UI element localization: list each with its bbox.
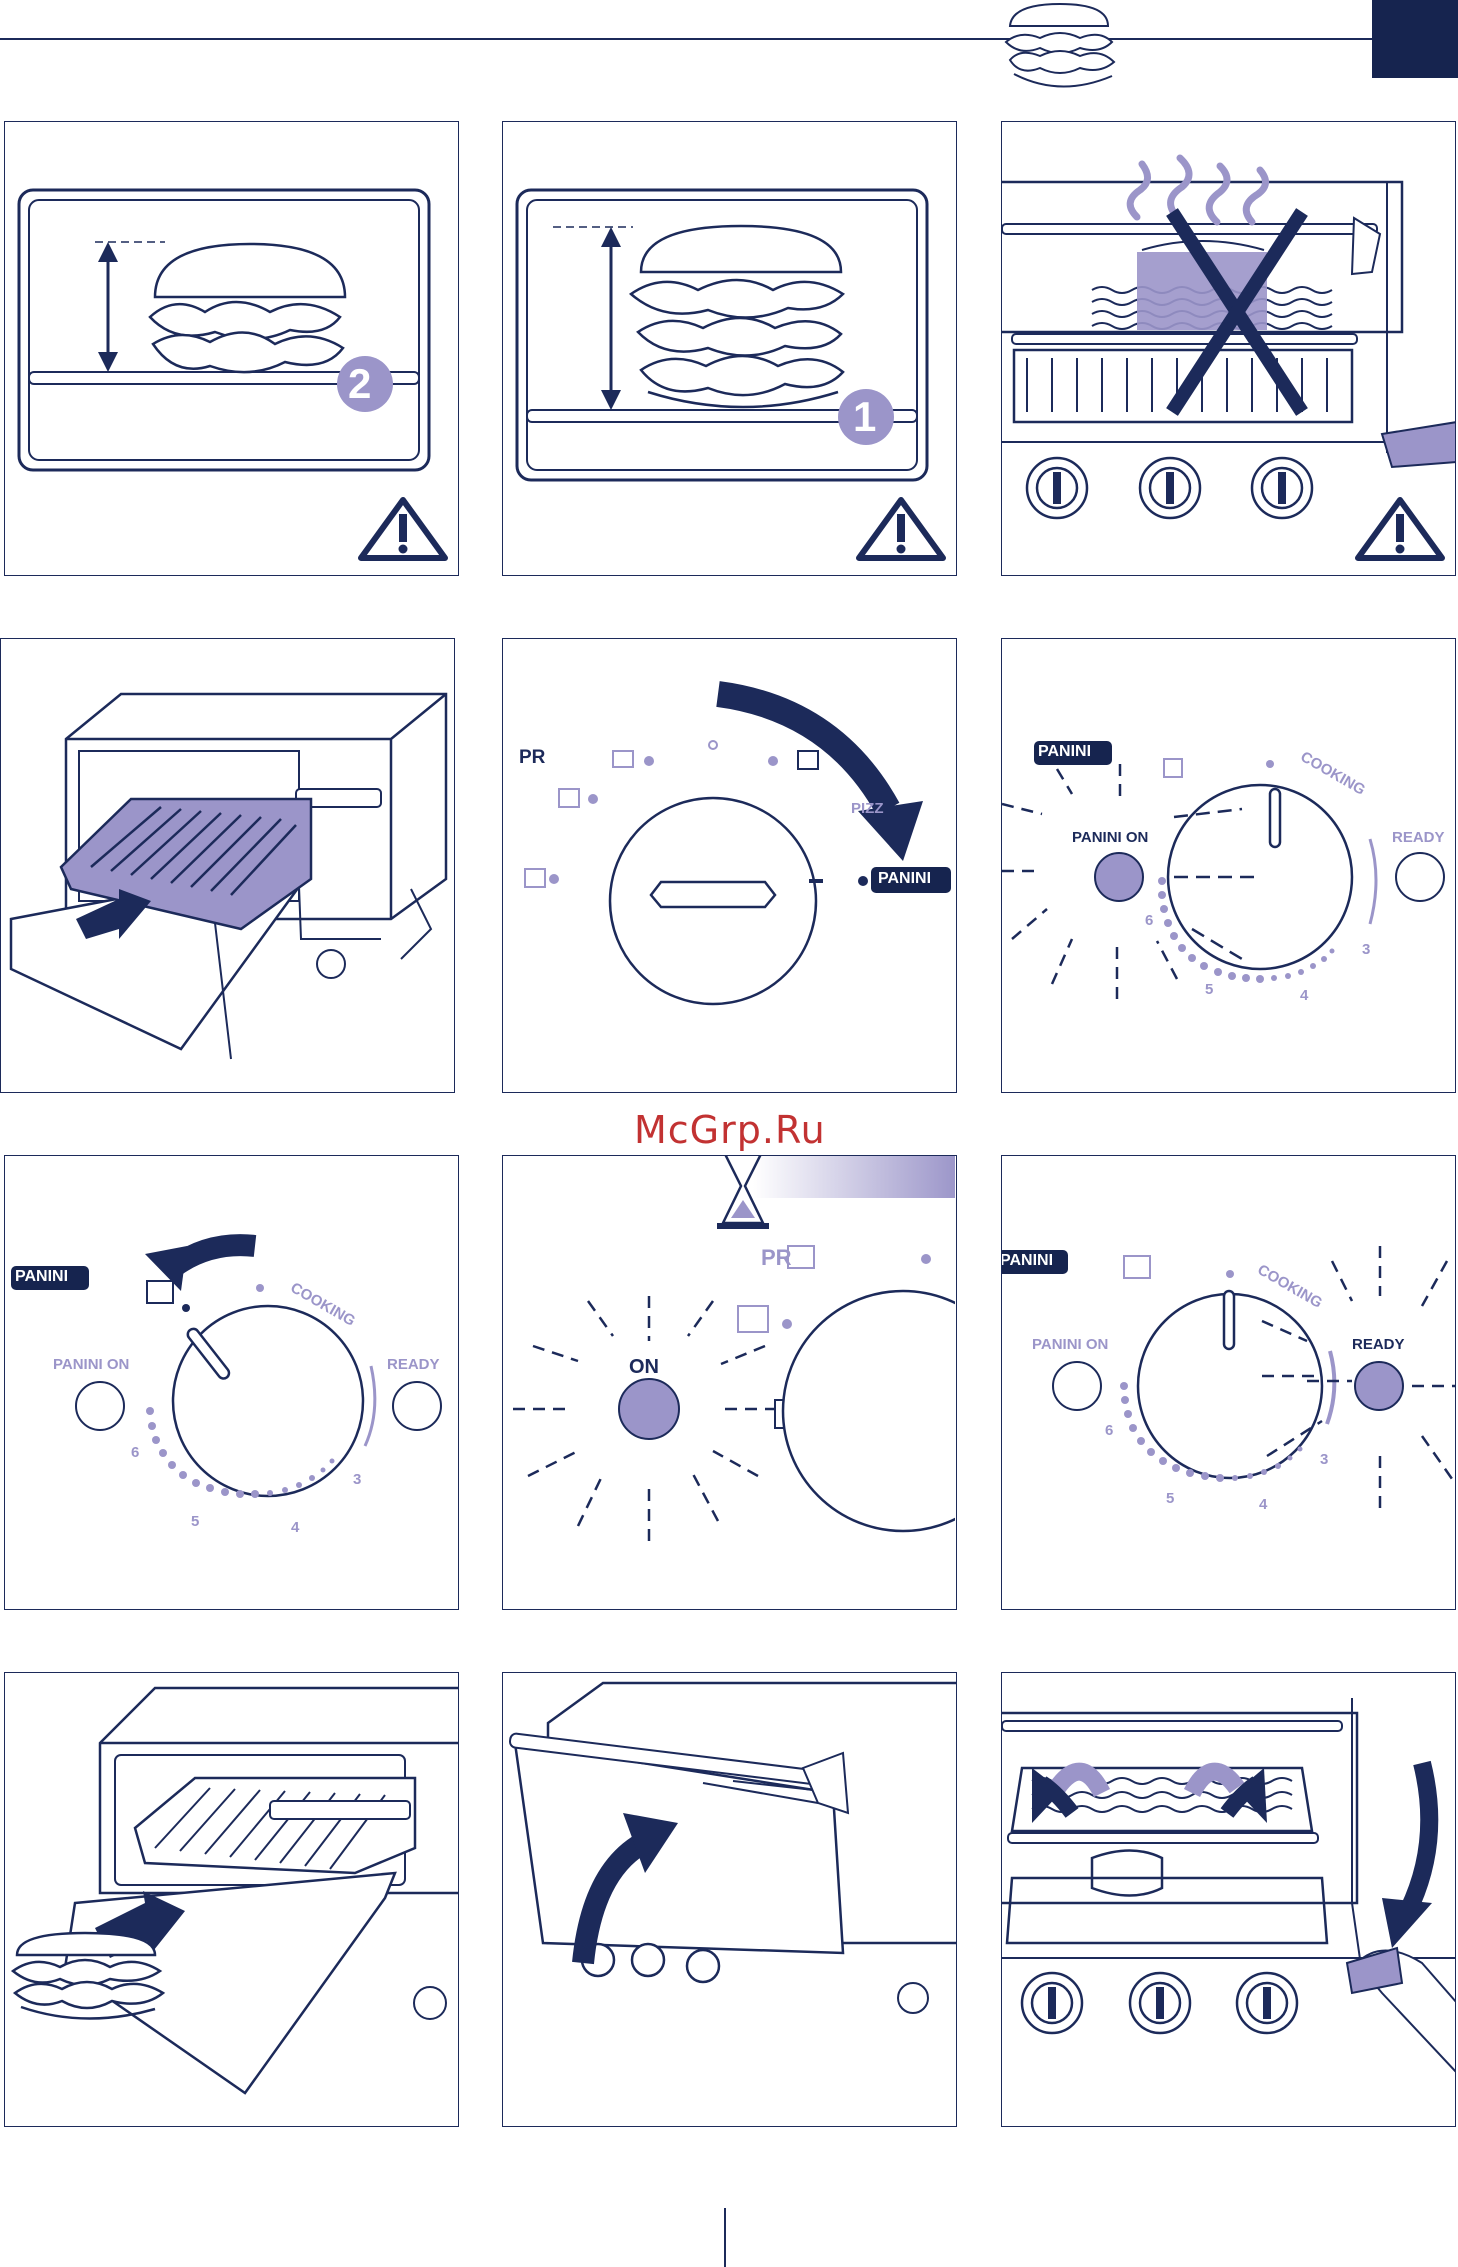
timer-mark-5: 5 [191,1513,199,1530]
sandwich-icon [1000,0,1150,100]
watermark: McGrp.Ru [634,1108,826,1152]
timer-mark-6: 6 [1105,1422,1113,1439]
panini-label: PANINI [878,870,931,888]
page-corner-tab [1372,0,1458,78]
warning-icon [5,122,459,576]
ready-label: READY [1392,829,1445,846]
panini-on-label: PANINI ON [53,1356,129,1373]
grill-icon [798,751,818,769]
panini-on-label: PANINI ON [1032,1336,1108,1353]
timer-mark-4: 4 [1259,1496,1267,1513]
header-rule [0,38,1458,40]
timer-mark-6: 6 [1145,912,1153,929]
panel-flip-and-remove [1001,1672,1456,2127]
timer-mark-4: 4 [291,1519,299,1536]
page-center-rule [724,2208,726,2267]
panel-panini-on-light: PANINI PANINI ON COOKING READY 6 5 4 3 [1001,638,1456,1093]
panel-no-food-on-top [1001,121,1456,576]
warning-icon [1002,122,1456,576]
panel-tall-sandwich-level-1: 1 [502,121,957,576]
bottom-heat-icon [525,869,545,887]
timer-mark-5: 5 [1205,981,1213,998]
panel-on-light-wait: PR ON [502,1155,957,1610]
ready-label: READY [387,1356,440,1373]
panini-grill-icon [147,1281,173,1303]
timer-mark-3: 3 [1320,1451,1328,1468]
panel-select-panini-mode: PR PIZZ PANINI [502,638,957,1093]
panini-on-label: PANINI ON [1072,829,1148,846]
panini-grill-icon [1164,759,1182,777]
panini-tag: PANINI [1038,743,1091,761]
panel-ready-light: PANINI PANINI ON COOKING READY 6 5 4 3 [1001,1155,1456,1610]
pizza-label: PIZZ [851,800,884,817]
pr-label: PR [761,1245,792,1271]
timer-mark-4: 4 [1300,987,1308,1004]
panel-close-door [502,1672,957,2127]
panini-grill-icon [1124,1256,1150,1278]
timer-mark-3: 3 [353,1471,361,1488]
panel-short-sandwich-level-2: 2 [4,121,459,576]
timer-mark-6: 6 [131,1444,139,1461]
on-label: ON [629,1356,659,1379]
pr-label: PR [519,747,545,769]
panel-insert-grill-plate [0,638,455,1093]
panini-tag: PANINI [1001,1252,1053,1270]
ready-label: READY [1352,1336,1405,1353]
timer-mark-3: 3 [1362,941,1370,958]
panini-tag: PANINI [15,1268,68,1286]
top-heat-icon [559,789,579,807]
warning-icon [503,122,957,576]
bake-icon [613,751,633,767]
top-heat-icon [738,1306,768,1332]
panel-preheat-dial: PANINI PANINI ON COOKING READY 6 5 4 3 [4,1155,459,1610]
panel-insert-sandwich [4,1672,459,2127]
timer-mark-5: 5 [1166,1490,1174,1507]
